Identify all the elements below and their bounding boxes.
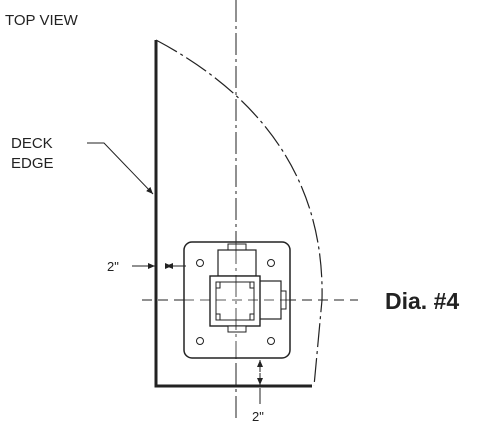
bolt-hole xyxy=(267,259,275,267)
deck-edge-outline xyxy=(154,40,312,388)
post-corner xyxy=(216,313,221,320)
view-title: TOP VIEW xyxy=(5,12,79,29)
post-inner xyxy=(215,281,255,321)
lower-tab xyxy=(227,325,247,333)
deck-curve xyxy=(155,39,323,387)
post-corner xyxy=(249,313,254,320)
bolt-hole xyxy=(267,337,275,345)
bolt-hole xyxy=(196,337,204,345)
bolt-hole xyxy=(196,259,204,267)
diagram-label: Dia. #4 xyxy=(385,288,459,314)
post-corner xyxy=(249,282,254,289)
deck-edge-label-line1: DECK xyxy=(11,135,53,152)
deck-edge-leader xyxy=(87,142,154,195)
post-corner xyxy=(216,282,221,289)
deck-edge-label-line2: EDGE xyxy=(11,155,54,172)
upper-mount-block xyxy=(217,249,257,277)
top-cap xyxy=(227,243,247,251)
bottom-dimension-label: 2" xyxy=(252,409,264,424)
side-dimension-label: 2" xyxy=(107,259,119,274)
